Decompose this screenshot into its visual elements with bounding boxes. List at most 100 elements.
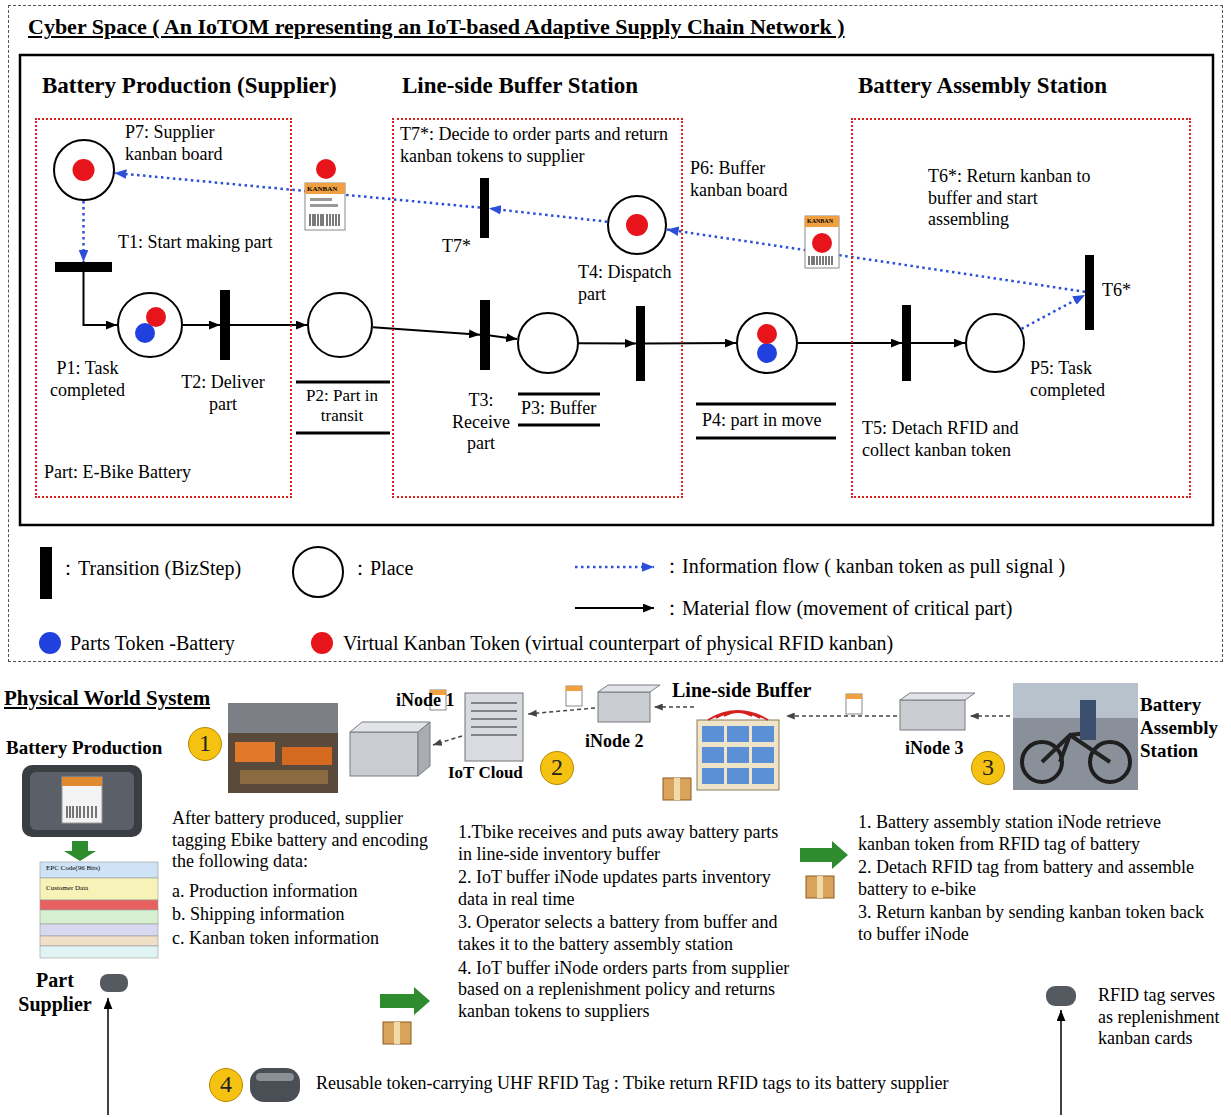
rfid-tag-icon — [250, 1068, 300, 1102]
device-label: iNode 1 — [396, 690, 455, 712]
place-label: P7: Supplier kanban board — [125, 122, 250, 165]
callout-number: 2 — [540, 751, 574, 785]
kanban-card-line — [310, 198, 332, 201]
production-photo — [228, 703, 338, 793]
region-heading: Battery Assembly Station — [858, 72, 1107, 100]
step-text: b. Shipping information — [172, 904, 434, 926]
barcode — [310, 214, 339, 226]
material-flow-arrow — [798, 342, 902, 344]
label-bar — [696, 437, 836, 440]
transition-bar: T4: Dispatch part — [636, 306, 645, 381]
battery — [22, 765, 142, 837]
site-label: Battery Assembly Station — [1140, 694, 1224, 762]
kanban-card-strip — [805, 216, 839, 227]
production-photo-part — [228, 703, 338, 733]
place-circle-line — [737, 313, 797, 373]
place-circle: P5: Task completed — [965, 313, 1025, 373]
part-token — [757, 343, 777, 363]
material-flow-arrow — [490, 336, 517, 340]
place-circle-line — [118, 293, 182, 357]
transition-bar: T2: Deliver part — [220, 290, 230, 360]
rfid-tag-icon — [1046, 986, 1076, 1006]
kanban-card-icon — [846, 694, 862, 714]
buffer-bin — [702, 768, 724, 784]
return-arrow — [1060, 1010, 1062, 1115]
tag-table-row — [40, 862, 158, 878]
place-outline — [53, 139, 115, 201]
production-photo-part — [240, 770, 328, 784]
barcode — [809, 256, 832, 265]
buffer-bin — [727, 768, 749, 784]
legend-text: ：Transition (BizStep) — [58, 556, 241, 580]
place-label: P1: Task completed — [40, 358, 135, 401]
server-slot — [471, 703, 517, 735]
material-flow-arrow — [183, 324, 220, 326]
buffer-bin — [727, 726, 749, 742]
step-text: After battery produced, supplier tagging… — [172, 808, 434, 873]
legend-text: Parts Token -Battery — [70, 631, 235, 655]
kanban-card-line — [310, 204, 338, 207]
place-circle: P7: Supplier kanban board — [53, 139, 115, 201]
information-flow-arrow — [1022, 295, 1086, 329]
kanban-token — [146, 307, 166, 327]
step-text: c. Kanban token information — [172, 928, 434, 950]
tag-table-row — [40, 924, 158, 936]
tag-table-row — [40, 936, 158, 946]
information-flow-arrow — [82, 201, 85, 262]
place-outline — [307, 292, 373, 358]
station-region: Battery Assembly StationT5: Detach RFID … — [851, 118, 1191, 498]
buffer-bin — [727, 747, 749, 763]
transition-label: T5: Detach RFID and collect kanban token — [862, 418, 1052, 461]
data-arrow — [970, 715, 1010, 717]
device-label: iNode 2 — [585, 731, 644, 753]
buffer-bin — [702, 726, 724, 742]
callout-number: 3 — [971, 751, 1005, 785]
data-arrow — [786, 715, 897, 717]
place-circle: P1: Task completed — [117, 292, 183, 358]
inode-device-top — [900, 693, 975, 700]
site-label: Battery Production — [6, 737, 162, 760]
transition-label: T6*: Return kanban to buffer and start a… — [928, 166, 1123, 231]
cloud-server — [465, 693, 523, 761]
tag-table-row — [40, 910, 158, 924]
place-label: P2: Part in transit — [294, 386, 390, 427]
table-cell: Customer Data — [46, 884, 88, 892]
radio-waves — [708, 711, 768, 720]
buffer-bin — [702, 747, 724, 763]
label-bar — [518, 393, 600, 396]
kanban-card-text: KANBAN — [807, 218, 833, 225]
legend-transition-sample — [40, 547, 52, 599]
production-photo-part — [235, 742, 275, 762]
kanban-card-icon-strip — [846, 694, 862, 699]
parcel-tape — [394, 1022, 400, 1044]
place-label: P6: Buffer kanban board — [690, 158, 810, 201]
parcel-icon — [806, 876, 834, 898]
table-cell: EPC Code(96 Bits) — [46, 864, 100, 872]
green-arrow — [64, 841, 96, 861]
transition-label: T4: Dispatch part — [578, 262, 678, 305]
kanban-card-strip — [305, 183, 345, 194]
legend-place-sample — [293, 547, 343, 597]
legend-material-flow-sample — [575, 607, 654, 609]
kanban-card — [305, 183, 345, 230]
step-text: 1. Battery assembly station iNode retrie… — [858, 812, 1210, 855]
information-flow-arrow — [489, 209, 607, 222]
kanban-card-icon-strip — [566, 686, 582, 691]
place-label: P4: part in move — [702, 410, 822, 432]
transition-bar: T7*: Decide to order parts and return ka… — [480, 178, 489, 238]
station-region: Line-side Buffer StationT3: Receive part… — [392, 118, 683, 498]
place-circle-line — [54, 140, 114, 200]
assembly-photo — [1013, 683, 1138, 790]
label-bar — [696, 403, 836, 406]
part-note: Part: E-Bike Battery — [44, 462, 191, 484]
note-text: Reusable token-carrying UHF RFID Tag : T… — [316, 1073, 948, 1095]
place-outline — [517, 312, 579, 374]
parcel-icon — [663, 778, 691, 800]
kanban-token — [73, 159, 95, 181]
material-flow-arrow — [645, 342, 736, 344]
kanban-card-text: KANBAN — [307, 185, 337, 193]
region-heading: Battery Production (Supplier) — [42, 72, 337, 100]
battery-face — [30, 772, 134, 830]
place-outline — [117, 292, 183, 358]
step-text: a. Production information — [172, 881, 434, 903]
